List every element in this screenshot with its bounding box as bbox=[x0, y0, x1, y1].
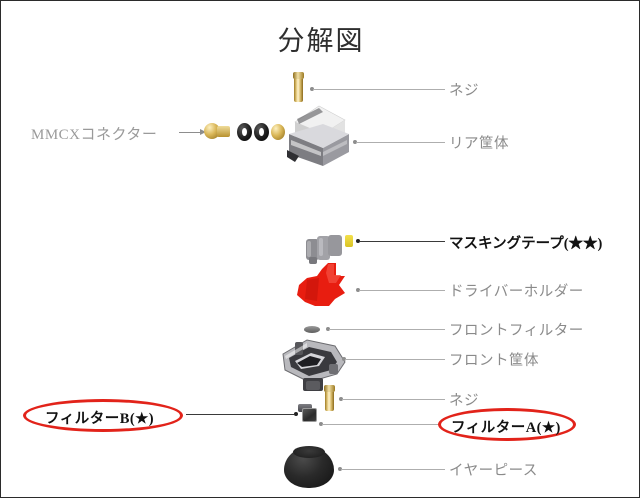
highlight-ellipse-filter-a bbox=[438, 408, 576, 441]
front-housing-part bbox=[273, 334, 353, 401]
leader-dot-filter-a bbox=[319, 422, 323, 426]
o-ring-1-part bbox=[237, 123, 252, 141]
leader-line-screw-top bbox=[313, 89, 445, 90]
leader-dot-front-filter bbox=[326, 327, 330, 331]
leader-line-screw-bottom bbox=[342, 399, 445, 400]
arrow-line-mmcx bbox=[179, 132, 201, 134]
screw-bottom-head-icon bbox=[324, 385, 335, 392]
o-ring-2-hole bbox=[259, 128, 264, 136]
gold-ring-part bbox=[271, 124, 285, 140]
driver-holder-part bbox=[295, 263, 355, 313]
screw-head-icon bbox=[293, 72, 304, 79]
mmcx-barrel-part bbox=[217, 126, 230, 137]
label-front-housing: フロント筐体 bbox=[449, 353, 539, 369]
label-filter-b: フィルターB(★) bbox=[45, 411, 155, 427]
leader-line-driver-holder bbox=[359, 290, 445, 291]
label-screw-bottom: ネジ bbox=[449, 393, 479, 409]
label-ear-piece: イヤーピース bbox=[449, 463, 538, 479]
masking-tape-part bbox=[345, 235, 353, 247]
label-rear-housing: リア筐体 bbox=[449, 136, 509, 152]
screw-top-part bbox=[293, 72, 304, 102]
label-front-filter: フロントフィルター bbox=[449, 323, 584, 339]
rear-housing-art bbox=[287, 105, 349, 166]
filter-b-part bbox=[302, 408, 317, 422]
front-housing-art bbox=[282, 339, 346, 391]
leader-dot-front-housing bbox=[342, 357, 346, 361]
leader-dot-masking-tape bbox=[356, 239, 360, 243]
leader-line-masking-tape bbox=[359, 241, 445, 243]
driver-units-part bbox=[304, 233, 352, 270]
leader-line-front-filter bbox=[329, 329, 445, 330]
highlight-ellipse-filter-b bbox=[23, 399, 183, 432]
leader-dot-driver-holder bbox=[356, 288, 360, 292]
leader-line-rear-housing bbox=[356, 142, 445, 143]
page-title: 分解図 bbox=[277, 26, 365, 56]
o-ring-2-part bbox=[254, 123, 269, 141]
o-ring-1-hole bbox=[242, 128, 247, 136]
leader-line-filter-a bbox=[322, 424, 440, 425]
label-masking-tape: マスキングテープ(★★) bbox=[449, 236, 603, 252]
mmcx-connector-part bbox=[204, 123, 220, 139]
screw-bottom-part bbox=[324, 385, 335, 411]
leader-dot-screw-top bbox=[310, 87, 314, 91]
ear-piece-part bbox=[284, 446, 334, 488]
leader-dot-filter-b bbox=[294, 412, 298, 416]
leader-dot-rear-housing bbox=[353, 140, 357, 144]
leader-line-filter-b bbox=[186, 414, 294, 416]
label-screw-top: ネジ bbox=[449, 83, 479, 99]
leader-line-front-housing bbox=[345, 359, 445, 360]
label-mmcx-connector: MMCXコネクター bbox=[31, 127, 158, 143]
ear-piece-lip bbox=[293, 446, 325, 458]
front-filter-part bbox=[304, 326, 320, 333]
driver-units-art bbox=[306, 235, 342, 264]
arrow-head-mmcx bbox=[200, 129, 206, 135]
rear-housing-part bbox=[279, 104, 353, 166]
leader-line-ear-piece bbox=[341, 469, 445, 470]
label-driver-holder: ドライバーホルダー bbox=[449, 284, 584, 300]
leader-dot-ear-piece bbox=[338, 467, 342, 471]
leader-dot-screw-bottom bbox=[339, 397, 343, 401]
driver-holder-art bbox=[297, 263, 345, 306]
label-filter-a: フィルターA(★) bbox=[451, 420, 561, 436]
